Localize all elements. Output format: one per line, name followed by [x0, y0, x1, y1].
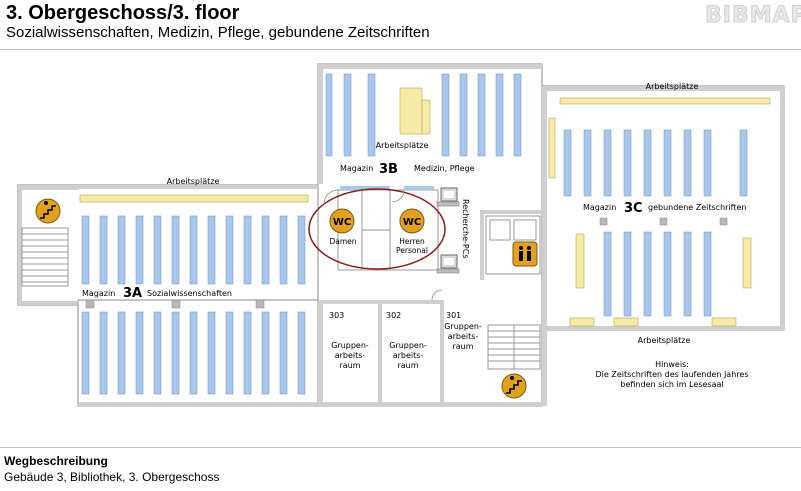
label-magazin-3a: Magazin — [82, 289, 115, 298]
label-topic-3a: Sozialwissenschaften — [147, 289, 232, 298]
computer-icon-top — [436, 187, 460, 207]
label-topic-3b: Medizin, Pflege — [414, 164, 475, 173]
shelves-3a-top — [81, 215, 306, 285]
label-wc-personal: Personal — [396, 246, 428, 255]
wc-highlight-ellipse — [308, 188, 446, 270]
label-room-303-line1: Gruppen- — [331, 341, 369, 350]
desk-3c-b1 — [569, 317, 595, 327]
desk-3c-r — [742, 237, 752, 289]
header-divider — [0, 49, 801, 50]
label-arbeitsplaetze-3c-bottom: Arbeitsplätze — [638, 336, 691, 345]
computer-icon-bottom — [436, 254, 460, 274]
floor-plan-map: WC WC Arbeitsplätze Arbeitsplätze Arbeit… — [17, 63, 785, 407]
label-room-302-line1: Gruppen- — [389, 341, 427, 350]
label-room-303-line3: raum — [339, 361, 360, 370]
desk-row-3a — [79, 194, 309, 203]
shelves-3b — [325, 73, 522, 157]
wc-rooms — [337, 186, 439, 271]
label-zone-3c: 3C — [624, 201, 643, 216]
label-arbeitsplaetze-3c-top: Arbeitsplätze — [646, 82, 699, 91]
label-zone-3b: 3B — [379, 162, 398, 177]
label-zone-3a: 3A — [123, 286, 142, 301]
label-room-302-number: 302 — [386, 311, 401, 320]
shelves-3c-top — [563, 129, 748, 197]
staircase-right — [487, 324, 541, 370]
desk-3b-2 — [421, 99, 431, 135]
label-topic-3c: gebundene Zeitschriften — [648, 203, 746, 212]
label-room-303-line2: arbeits- — [335, 351, 366, 360]
wc-icon-damen: WC — [329, 208, 355, 234]
door-arcs — [323, 189, 443, 301]
wc-damen-symbol: WC — [333, 217, 351, 228]
pillars — [85, 217, 728, 309]
hint-line-1: Die Zeitschriften des laufenden Jahres — [596, 370, 749, 379]
hint-line-2: befinden sich im Lesesaal — [620, 380, 723, 389]
label-wc-herren: Herren — [399, 237, 425, 246]
desk-3b-1 — [399, 87, 423, 135]
directions-heading: Wegbeschreibung — [4, 454, 108, 468]
wc-icon-herren: WC — [399, 208, 425, 234]
shelves-3a-bottom — [81, 311, 306, 395]
label-magazin-3b: Magazin — [340, 164, 373, 173]
wc-herren-symbol: WC — [403, 217, 421, 228]
wall-fills — [18, 64, 785, 407]
stairs-icon-left — [35, 198, 61, 224]
label-arbeitsplaetze-3a: Arbeitsplätze — [167, 177, 220, 186]
label-recherche-pcs: Recherche-PCs — [461, 199, 470, 258]
bibmap-logo: BIBMAP — [705, 3, 801, 29]
header: 3. Obergeschoss/3. floor Sozialwissensch… — [0, 0, 801, 50]
desk-3c-b2 — [613, 317, 639, 327]
hint-heading: Hinweis: — [655, 360, 689, 369]
elevator-icon — [512, 241, 538, 267]
label-room-301-line3: raum — [452, 342, 473, 351]
page-subtitle: Sozialwissenschaften, Medizin, Pflege, g… — [6, 24, 430, 41]
shelves-3c-bottom — [603, 231, 712, 317]
wing-3c-outline — [541, 85, 785, 331]
desk-3c-l2 — [548, 117, 556, 179]
label-room-302-line2: arbeits- — [393, 351, 424, 360]
desks — [79, 87, 771, 327]
page-title: 3. Obergeschoss/3. floor — [6, 2, 240, 24]
label-wc-damen: Damen — [329, 237, 356, 246]
label-room-301-line1: Gruppen- — [444, 322, 482, 331]
desk-3c-b3 — [711, 317, 737, 327]
label-room-301-line2: arbeits- — [448, 332, 479, 341]
staircase-left — [21, 227, 69, 287]
label-magazin-3c: Magazin — [583, 203, 616, 212]
label-room-302-line3: raum — [397, 361, 418, 370]
directions-text: Gebäude 3, Bibliothek, 3. Obergeschoss — [4, 470, 220, 484]
label-room-301-number: 301 — [446, 311, 461, 320]
desk-row-3c-top — [559, 97, 771, 105]
label-room-303-number: 303 — [329, 311, 344, 320]
stairs-icon-right — [501, 373, 527, 399]
label-arbeitsplaetze-3b: Arbeitsplätze — [376, 141, 429, 150]
desk-3c-l — [575, 233, 585, 289]
footer-divider — [0, 447, 801, 448]
map-labels: Arbeitsplätze Arbeitsplätze Arbeitsplätz… — [82, 82, 748, 389]
